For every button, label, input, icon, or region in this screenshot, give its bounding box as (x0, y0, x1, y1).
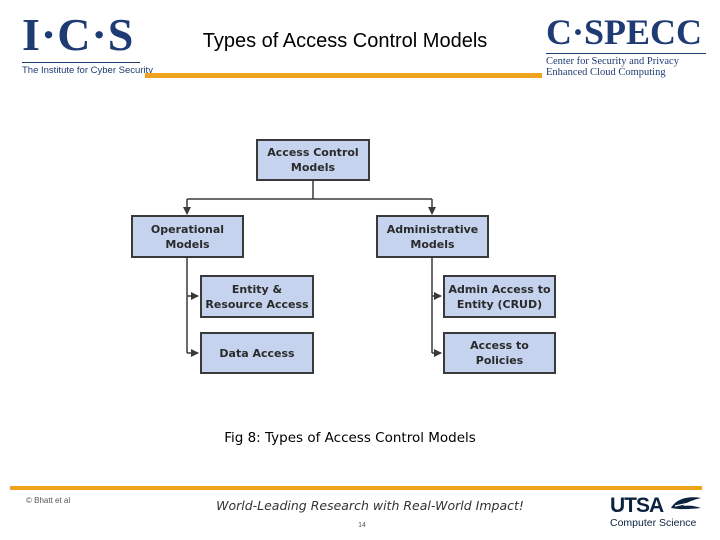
ics-logo-mark: I·C·S (22, 9, 135, 60)
footer-tagline: World-Leading Research with Real-World I… (216, 498, 524, 513)
node-entity-resource-access: Entity & Resource Access (200, 275, 314, 318)
utsa-logo-wordmark: UTSA (610, 494, 663, 517)
node-data-access: Data Access (200, 332, 314, 374)
node-access-control-models: Access Control Models (256, 139, 370, 181)
cspecc-subtitle-line2: Enhanced Cloud Computing (546, 67, 666, 78)
node-access-to-policies: Access to Policies (443, 332, 556, 374)
page-number: 14 (358, 522, 366, 529)
slide-title: Types of Access Control Models (202, 30, 488, 52)
utsa-logo-subtitle: Computer Science (610, 517, 697, 529)
footer-divider (10, 486, 702, 490)
node-operational-models: Operational Models (131, 215, 244, 258)
roadrunner-icon (671, 497, 702, 510)
ics-logo: I·C·S The Institute for Cyber Security (22, 9, 153, 78)
ics-logo-subtitle: The Institute for Cyber Security (22, 62, 153, 76)
cspecc-logo-subtitle: Center for Security and Privacy Enhanced… (546, 53, 706, 78)
utsa-logo-mark: UTSA (610, 494, 706, 517)
node-administrative-models: Administrative Models (376, 215, 489, 258)
title-underline (145, 73, 542, 78)
copyright-text: © Bhatt et al (26, 496, 71, 505)
cspecc-logo: C·SPECC Center for Security and Privacy … (546, 14, 706, 80)
cspecc-logo-mark: C·SPECC (546, 12, 703, 52)
cspecc-subtitle-line1: Center for Security and Privacy (546, 56, 679, 67)
figure-caption: Fig 8: Types of Access Control Models (224, 430, 476, 446)
node-admin-access-crud: Admin Access to Entity (CRUD) (443, 275, 556, 318)
utsa-logo: UTSA Computer Science (610, 494, 706, 530)
